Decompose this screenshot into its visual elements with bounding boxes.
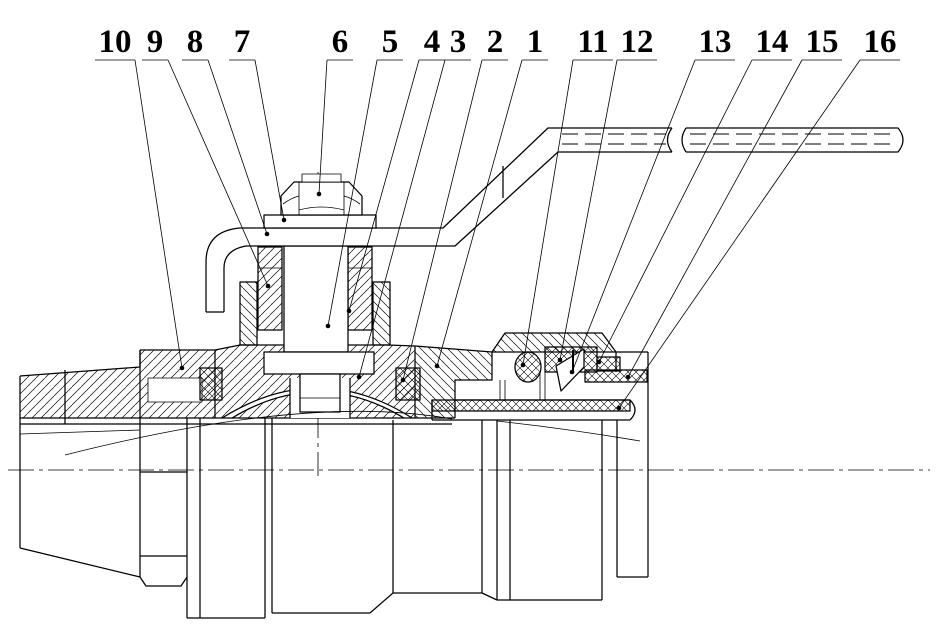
hex-section [139, 418, 188, 618]
liner-outline [431, 399, 636, 421]
part-number: 5 [382, 24, 399, 60]
leader-dot [281, 217, 287, 223]
leader-line [559, 59, 618, 361]
leader-dot [557, 357, 563, 363]
leader-line [348, 59, 420, 312]
stem-assembly [239, 245, 391, 413]
part-label-8: 8 [182, 24, 270, 237]
part-label-2: 2 [400, 24, 508, 383]
outlet-fitting [414, 332, 649, 421]
leader-dot [400, 377, 406, 383]
male-thread-end [19, 376, 141, 578]
outer-gasket [584, 369, 648, 383]
leader-line [618, 59, 861, 409]
part-number: 7 [234, 24, 251, 60]
part-number: 16 [864, 24, 897, 60]
leader-line [522, 59, 574, 366]
bore-sweep-lines [64, 410, 641, 456]
body-connector-outline [414, 345, 493, 418]
part-number: 10 [99, 24, 132, 60]
leader-dot [434, 363, 440, 369]
part-label-13: 13 [569, 24, 735, 375]
leader-line [134, 59, 183, 369]
part-label-6: 6 [316, 24, 353, 197]
part-number: 3 [450, 24, 467, 60]
part-label-9: 9 [142, 24, 271, 289]
stem-nut [280, 181, 363, 216]
handle-hidden-lines [562, 133, 894, 145]
thread-crest-line [19, 429, 141, 435]
part-label-4: 4 [346, 24, 445, 314]
gland-right [372, 281, 391, 346]
leader-dot [265, 283, 271, 289]
o-ring [514, 351, 542, 383]
leader-line [571, 59, 696, 373]
leader-line [327, 59, 378, 327]
part-number: 13 [699, 24, 732, 60]
bore-lines [20, 417, 455, 425]
exterior-silhouette [19, 376, 649, 619]
leader-line [402, 59, 483, 381]
part-label-1: 1 [434, 24, 548, 369]
leader-dot [264, 231, 270, 237]
stem [283, 245, 349, 353]
handle-fill [206, 128, 672, 312]
part-label-15: 15 [625, 24, 842, 380]
leader-line [207, 59, 268, 235]
leader-dot [325, 323, 331, 329]
leader-line [598, 59, 753, 363]
body-silhouette [187, 418, 649, 619]
part-number: 2 [487, 24, 504, 60]
part-number: 6 [332, 24, 349, 60]
leader-line [167, 59, 269, 287]
part-number: 15 [806, 24, 839, 60]
leader-dot [520, 362, 526, 368]
leader-dot [616, 405, 622, 411]
handle-assembly [205, 127, 904, 313]
leader-dot [625, 374, 631, 380]
seat-ring-left [199, 367, 223, 401]
leader-line [627, 59, 803, 378]
part-label-10: 10 [95, 24, 185, 371]
leader-line [436, 59, 523, 367]
liner-sleeve [431, 399, 631, 412]
part-number: 11 [577, 24, 608, 60]
handle-grip-fill [682, 128, 903, 152]
leader-dot [596, 359, 602, 365]
leader-dot [179, 365, 185, 371]
part-label-3: 3 [356, 24, 471, 380]
handle-outline [205, 127, 673, 313]
leader-dot [316, 191, 322, 197]
packing-left [257, 246, 283, 331]
part-number: 12 [621, 24, 654, 60]
bore-pocket [147, 377, 203, 403]
packing-right [347, 246, 373, 331]
part-label-5: 5 [325, 24, 403, 329]
part-label-11: 11 [520, 24, 613, 368]
part-label-7: 7 [229, 24, 287, 223]
stem-washer [263, 214, 377, 229]
handle-grip-outline [681, 127, 904, 153]
nut-chamfers [282, 182, 361, 215]
stem-tenon [299, 373, 341, 413]
stem-top [301, 173, 342, 183]
part-label-16: 16 [616, 24, 900, 411]
leader-dot [346, 308, 352, 314]
leader-dot [356, 374, 362, 380]
part-number: 1 [527, 24, 544, 60]
leader-line [358, 59, 446, 378]
part-number: 4 [424, 24, 441, 60]
part-label-14: 14 [596, 24, 792, 365]
part-number: 8 [187, 24, 204, 60]
gland-left [239, 281, 258, 346]
pipe-end-lines [499, 372, 546, 400]
part-number: 14 [756, 24, 789, 60]
part-number: 9 [147, 24, 164, 60]
part-label-12: 12 [557, 24, 657, 363]
leader-dot [569, 369, 575, 375]
stem-flange [263, 351, 375, 375]
leader-line [318, 59, 328, 195]
leader-line [254, 59, 285, 221]
